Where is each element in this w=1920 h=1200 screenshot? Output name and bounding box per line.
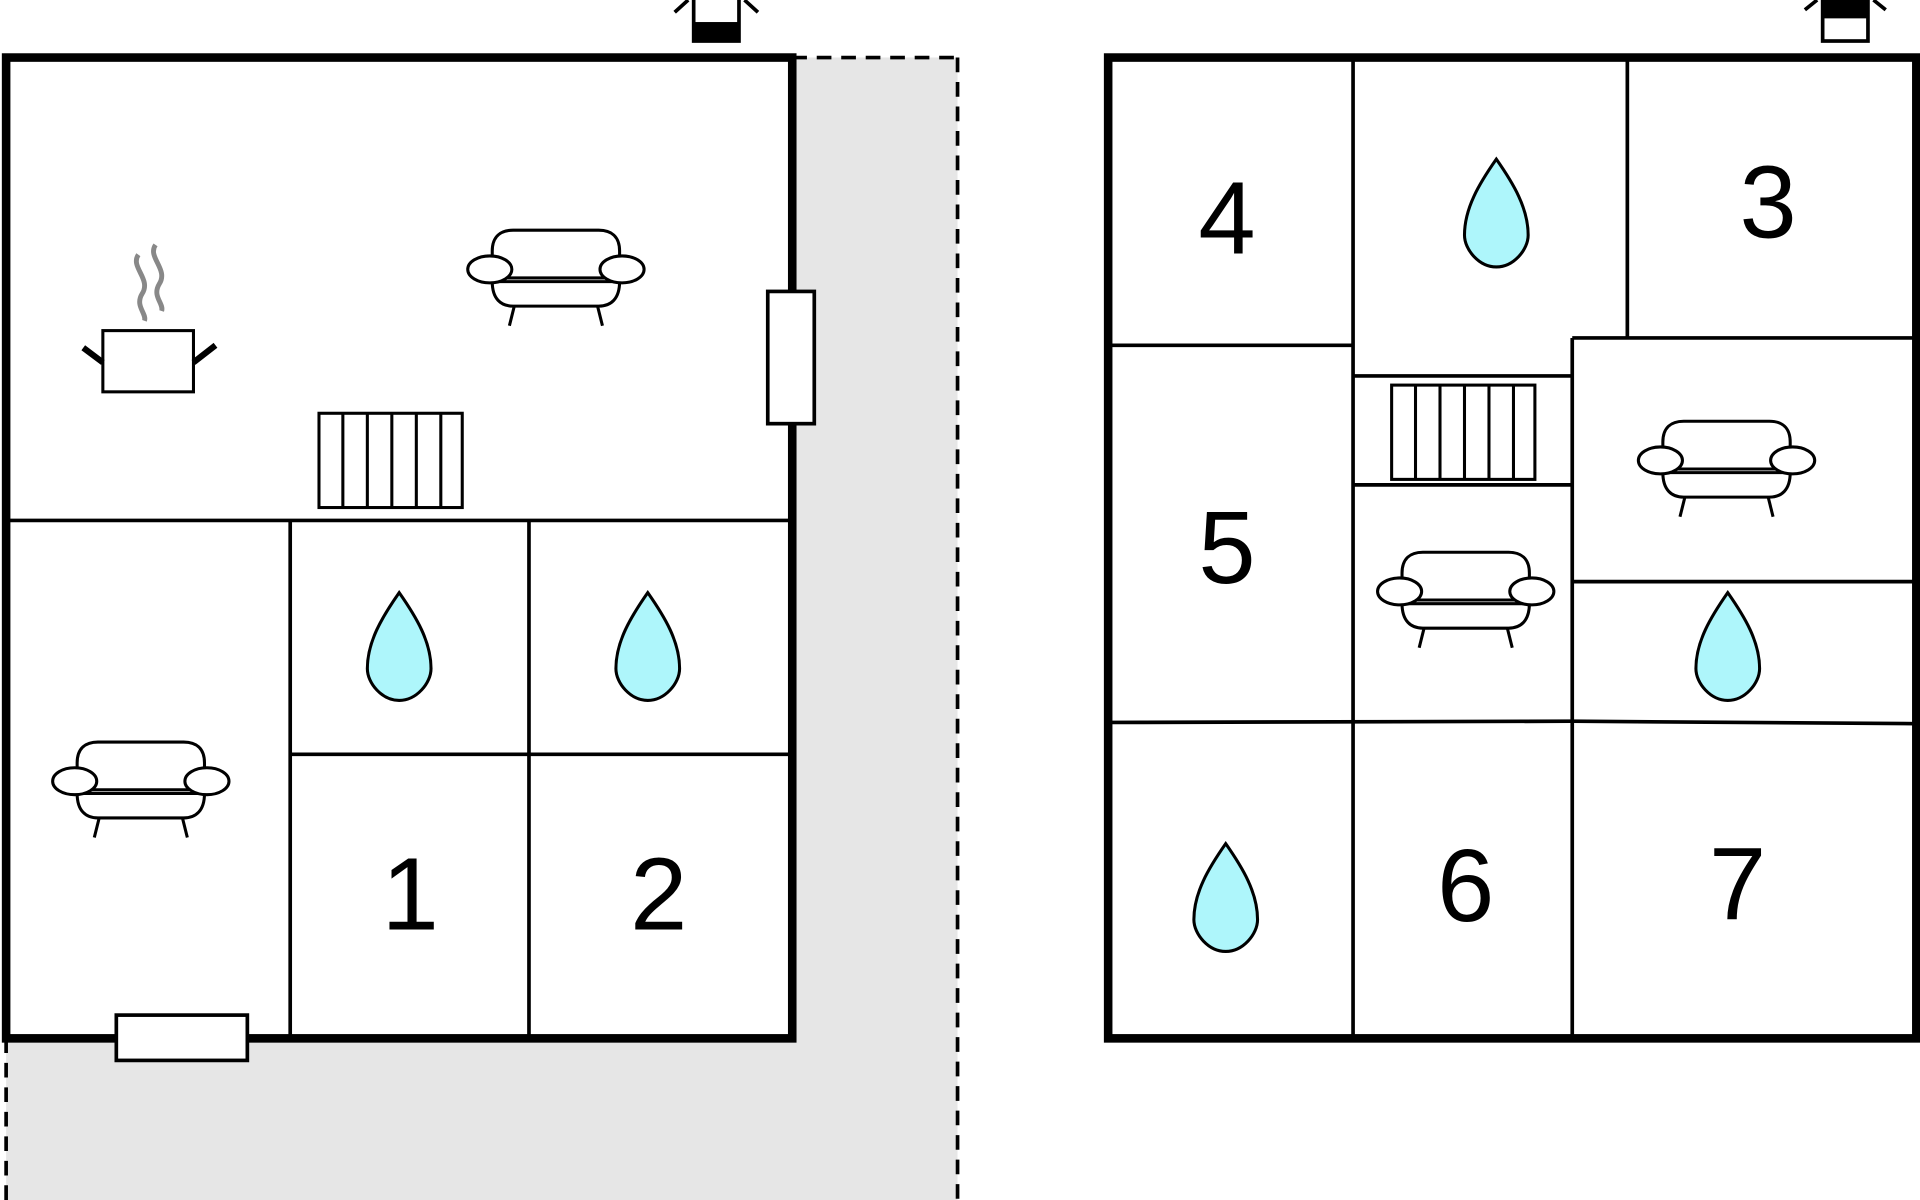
room-number-5: 5 [1198, 490, 1255, 605]
room-number-7: 7 [1709, 827, 1766, 942]
terrace-area [4, 55, 960, 1200]
window-right [765, 289, 817, 426]
sofa-icon [1376, 550, 1556, 650]
bathroom-drop-icon [365, 591, 433, 702]
entrance-icon [673, 0, 760, 43]
window-bottom [114, 1013, 250, 1063]
sofa-icon [1636, 419, 1817, 519]
room-number-1: 1 [382, 836, 439, 951]
partition-walls [1108, 57, 1917, 1039]
room-number-3: 3 [1740, 145, 1797, 260]
room-number-6: 6 [1437, 828, 1494, 943]
partition-walls [6, 518, 793, 1039]
radiator-icon [317, 411, 464, 510]
left-floor-plan: 1 2 [1, 0, 817, 1063]
sofa-icon [466, 228, 646, 328]
sofa-icon [51, 740, 231, 840]
room-number-4: 4 [1198, 160, 1255, 275]
bathroom-drop-icon [1192, 842, 1260, 953]
kitchen-pot-icon [81, 243, 218, 394]
bathroom-drop-icon [1462, 157, 1530, 269]
bathroom-drop-icon [1694, 591, 1762, 702]
room-number-2: 2 [630, 836, 687, 951]
bathroom-drop-icon [614, 591, 682, 702]
right-floor-plan: 4 3 5 6 7 [1103, 0, 1920, 1043]
radiator-icon [1390, 383, 1537, 482]
entrance-icon [1803, 0, 1887, 43]
